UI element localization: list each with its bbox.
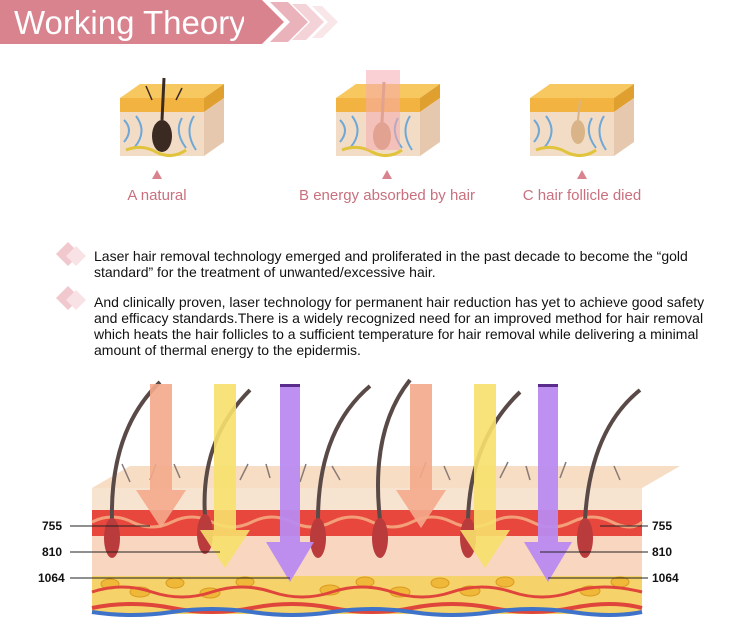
chevron-decoration	[244, 0, 338, 44]
stage-a-skin-block	[120, 77, 224, 157]
stage-b-pointer	[382, 170, 392, 179]
diamond-bullet-icon	[56, 242, 86, 266]
laser-810-arrow	[200, 384, 250, 568]
wavelength-1064-left: 1064	[38, 571, 65, 585]
laser-1064-arrow	[524, 384, 572, 582]
title-banner	[0, 0, 262, 44]
laser-755-arrow	[396, 384, 446, 528]
wavelength-755-right: 755	[652, 519, 673, 533]
stage-b-label: B energy absorbed by hair	[299, 187, 475, 204]
diamond-bullet-icon	[56, 286, 86, 310]
stage-a-pointer	[152, 170, 162, 179]
wavelength-810-left: 810	[42, 545, 63, 559]
wavelength-755-left: 755	[42, 519, 63, 533]
paragraph-1: Laser hair removal technology emerged an…	[94, 248, 688, 280]
wavelength-810-right: 810	[652, 545, 673, 559]
laser-810-arrow	[460, 384, 510, 568]
laser-755-arrow	[136, 384, 186, 528]
wavelength-1064-right: 1064	[652, 571, 679, 585]
skin-cross-section-illustration	[70, 378, 680, 617]
paragraph-2: And clinically proven, laser technology …	[94, 294, 705, 358]
stage-c-pointer	[577, 170, 587, 179]
stage-c-skin-block	[530, 84, 634, 157]
stage-a-label: A natural	[127, 187, 187, 204]
stage-c-label: C hair follicle died	[522, 187, 642, 204]
page-title: Working Theory	[14, 4, 246, 41]
laser-1064-arrow	[266, 384, 314, 582]
stage-b-skin-block	[336, 70, 440, 157]
